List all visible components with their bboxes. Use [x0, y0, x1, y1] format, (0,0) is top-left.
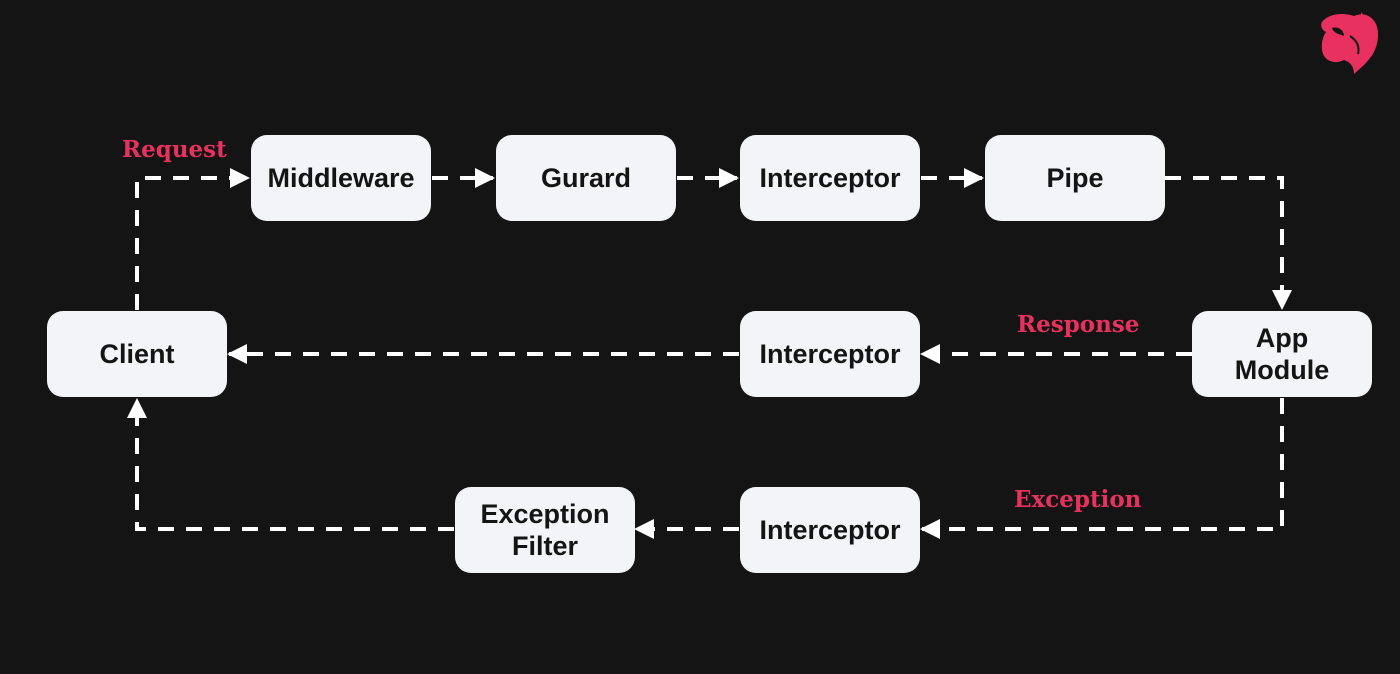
- pipe-node: Pipe: [985, 135, 1165, 221]
- interceptor-request-node: Interceptor: [740, 135, 920, 221]
- exception-label: Exception: [1014, 486, 1142, 513]
- edge-app-module-to-exception-interceptor: [920, 398, 1284, 539]
- nestjs-logo-icon: [1321, 12, 1378, 74]
- guard-node: Gurard: [496, 135, 676, 221]
- response-label: Response: [1017, 311, 1140, 338]
- client-node: Client: [47, 311, 227, 397]
- exception-filter-node: Exception Filter: [455, 487, 635, 573]
- request-label: Request: [122, 136, 227, 163]
- edge-exception-filter-to-client: [127, 398, 454, 531]
- edge-pipe-to-app-module: [1165, 176, 1292, 310]
- interceptor-response-node: Interceptor: [740, 311, 920, 397]
- app-module-node: App Module: [1192, 311, 1372, 397]
- edge-client-to-middleware: [135, 168, 250, 310]
- middleware-node: Middleware: [251, 135, 431, 221]
- interceptor-exception-node: Interceptor: [740, 487, 920, 573]
